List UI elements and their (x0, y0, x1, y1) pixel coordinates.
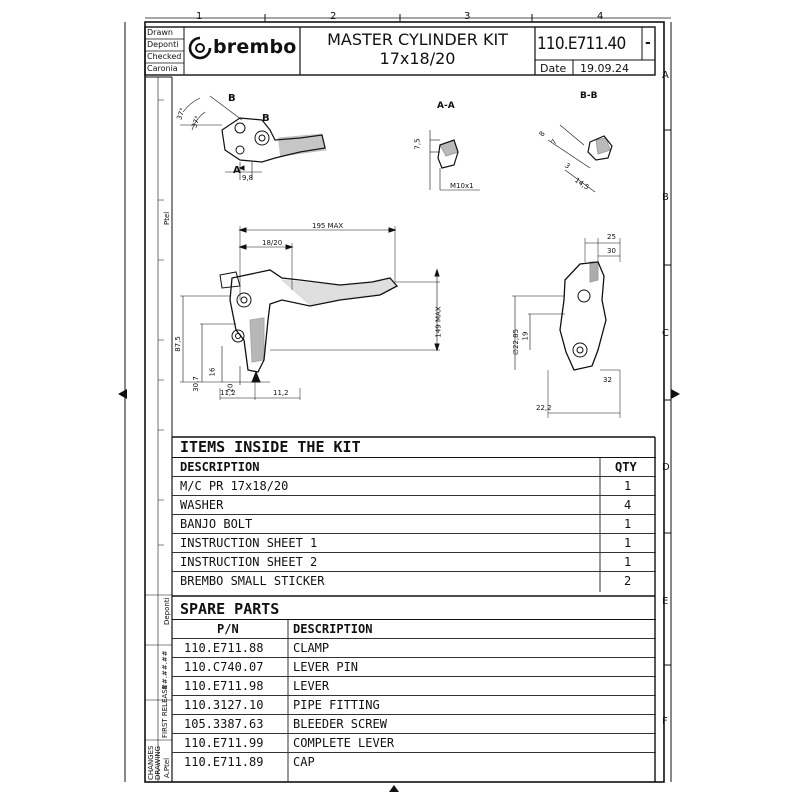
spare-pn: 110.E711.89 (184, 755, 264, 769)
spare-desc: COMPLETE LEVER (293, 736, 395, 750)
table-row: 110.E711.99 COMPLETE LEVER (172, 734, 656, 753)
table-row: 110.E711.98 LEVER (172, 677, 656, 696)
spare-desc: CLAMP (293, 641, 330, 655)
brembo-logo-icon (188, 36, 212, 60)
kit-item-qty: 4 (624, 498, 632, 512)
row-letter: E (662, 596, 669, 607)
front-view-sketch (512, 238, 621, 418)
checked-label: Checked (147, 52, 182, 61)
row-letter: B (662, 192, 669, 203)
section-aa-label: A-A (437, 101, 455, 111)
spare-pn: 105.3387.63 (184, 717, 264, 731)
table-row: 105.3387.63 BLEEDER SCREW (172, 715, 656, 734)
spare-desc: BLEEDER SCREW (293, 717, 387, 731)
table-row: 110.C740.07 LEVER PIN (172, 658, 656, 677)
table-row: 110.3127.10 PIPE FITTING (172, 696, 656, 715)
spare-desc: LEVER (293, 679, 330, 693)
brand-name: brembo (213, 36, 297, 58)
part-number: 110.E711.40 (537, 34, 626, 54)
date-value: 19.09.24 (580, 62, 629, 75)
column-number: 4 (597, 11, 604, 22)
top-view-sketch (180, 95, 327, 180)
spare-pn: 110.3127.10 (184, 698, 264, 712)
spare-desc: LEVER PIN (293, 660, 359, 674)
date-label: Date (540, 62, 567, 75)
spare-desc: CAP (293, 755, 315, 769)
title-block-lines (144, 26, 656, 76)
kit-item-qty: 1 (624, 555, 632, 569)
spare-desc: PIPE FITTING (293, 698, 380, 712)
section-bb-label: B-B (580, 91, 598, 101)
checked-by: Caronia (147, 64, 178, 73)
dim-11-2-left: 11,2 (220, 389, 236, 397)
table-row: INSTRUCTION SHEET 1 1 (172, 534, 656, 553)
dim-22-2: 22,2 (536, 404, 552, 412)
spare-pn: 110.E711.88 (184, 641, 264, 655)
section-aa-sketch (429, 130, 480, 191)
column-number: 2 (330, 11, 337, 22)
table-row: BANJO BOLT 1 (172, 515, 656, 534)
row-letter: C (662, 328, 669, 339)
column-number: 3 (464, 11, 471, 22)
dim-18-20: 18/20 (262, 239, 283, 247)
kit-item-desc: INSTRUCTION SHEET 2 (180, 555, 318, 569)
kit-header-row: DESCRIPTION QTY (172, 458, 656, 477)
kit-item-desc: BANJO BOLT (180, 517, 253, 531)
spare-title-row: SPARE PARTS (172, 598, 656, 620)
table-row: M/C PR 17x18/20 1 (172, 477, 656, 496)
kit-title: ITEMS INSIDE THE KIT (180, 438, 361, 456)
kit-item-desc: WASHER (180, 498, 224, 512)
row-letter: A (662, 70, 669, 81)
dim-195-max: 195 MAX (312, 222, 344, 230)
view-label-b: B (262, 113, 270, 124)
dim-32: 32 (603, 376, 612, 384)
spare-pn: 110.E711.98 (184, 679, 264, 693)
drawn-by: Deponti (147, 40, 179, 49)
row-letter: F (662, 716, 668, 727)
table-row: 110.E711.88 CLAMP (172, 639, 656, 658)
kit-item-desc: M/C PR 17x18/20 (180, 479, 289, 493)
row-letter: D (662, 462, 670, 473)
page-title: MASTER CYLINDER KIT (327, 30, 508, 49)
spare-pn: 110.C740.07 (184, 660, 264, 674)
revision: - (645, 35, 651, 51)
spare-pn: 110.E711.99 (184, 736, 264, 750)
kit-item-qty: 1 (624, 517, 632, 531)
table-row: WASHER 4 (172, 496, 656, 515)
spare-header-row: P/N DESCRIPTION (172, 620, 656, 639)
table-row: 110.E711.89 CAP (172, 753, 656, 772)
kit-item-desc: INSTRUCTION SHEET 1 (180, 536, 318, 550)
kit-item-qty: 1 (624, 479, 632, 493)
kit-col-qty: QTY (615, 460, 637, 474)
kit-table-title-row: ITEMS INSIDE THE KIT (172, 437, 656, 458)
spare-col-pn: P/N (217, 622, 239, 636)
spare-title: SPARE PARTS (180, 600, 280, 618)
table-row: BREMBO SMALL STICKER 2 (172, 572, 656, 591)
table-row: INSTRUCTION SHEET 2 1 (172, 553, 656, 572)
kit-item-qty: 1 (624, 536, 632, 550)
dim-30: 30 (607, 247, 616, 255)
kit-col-description: DESCRIPTION (180, 460, 260, 474)
side-view-sketch (180, 226, 440, 400)
view-label-a: A (233, 165, 241, 176)
column-number: 1 (196, 11, 203, 22)
dim-11-2-right: 11,2 (273, 389, 289, 397)
view-label-b: B (228, 93, 236, 104)
spare-col-description: DESCRIPTION (293, 622, 373, 636)
section-bb-sketch (547, 124, 613, 193)
technical-drawing (180, 95, 621, 418)
kit-item-qty: 2 (624, 574, 632, 588)
dim-m10: M10x1 (450, 182, 474, 190)
page-subtitle: 17x18/20 (379, 49, 456, 68)
dim-9-8: 9,8 (242, 174, 254, 182)
dim-25: 25 (607, 233, 616, 241)
kit-item-desc: BREMBO SMALL STICKER (180, 574, 325, 588)
drawn-label: Drawn (147, 28, 173, 37)
